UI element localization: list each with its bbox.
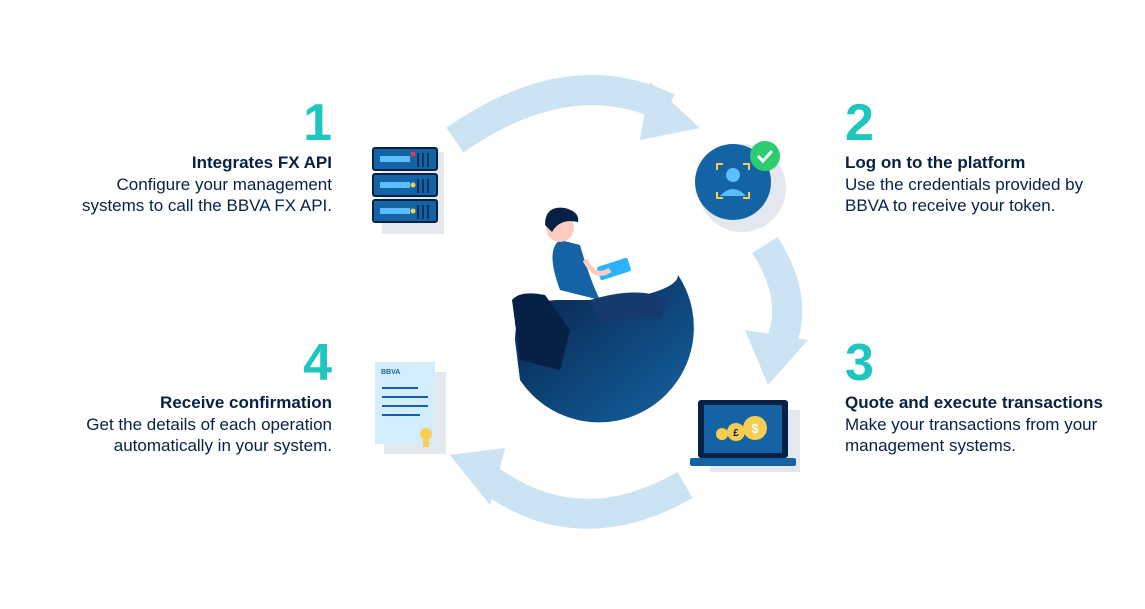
user-verified-icon	[695, 141, 786, 232]
step-description-line: automatically in your system.	[113, 436, 332, 455]
step-description-line: BBVA to receive your token.	[845, 196, 1056, 215]
step-description-line: management systems.	[845, 436, 1017, 455]
step-description-line: Make your transactions from your	[845, 415, 1098, 434]
step-number: 3	[845, 334, 874, 392]
step-4: 4 Receive confirmation Get the details o…	[20, 334, 332, 456]
svg-text:£: £	[733, 428, 739, 439]
step-number: 4	[303, 334, 332, 392]
step-title: Log on to the platform	[845, 153, 1026, 172]
step-1: 1 Integrates FX API Configure your manag…	[20, 94, 332, 216]
step-number: 2	[845, 94, 874, 152]
step-description-line: Use the credentials provided by	[845, 175, 1084, 194]
certificate-document-icon: BBVA	[375, 362, 446, 454]
step-description-line: Get the details of each operation	[86, 415, 332, 434]
step-3: 3 Quote and execute transactions Make yo…	[845, 334, 1140, 456]
server-icon	[372, 147, 444, 234]
arrow-3-to-4	[450, 448, 693, 529]
arrow-1-to-2	[446, 75, 700, 153]
step-number: 1	[303, 94, 332, 152]
svg-text:$: $	[751, 421, 759, 436]
step-description-line: Configure your management	[116, 175, 332, 194]
step-2: 2 Log on to the platform Use the credent…	[845, 94, 1135, 216]
step-title: Receive confirmation	[160, 393, 332, 412]
step-description-line: systems to call the BBVA FX API.	[81, 196, 332, 215]
laptop-currency-icon: £ $	[690, 400, 800, 472]
document-brand-label: BBVA	[381, 369, 400, 376]
step-title: Integrates FX API	[191, 153, 332, 172]
step-title: Quote and execute transactions	[845, 393, 1103, 412]
arrow-2-to-3	[745, 236, 808, 385]
woman-with-tablet-illustration	[512, 207, 694, 423]
